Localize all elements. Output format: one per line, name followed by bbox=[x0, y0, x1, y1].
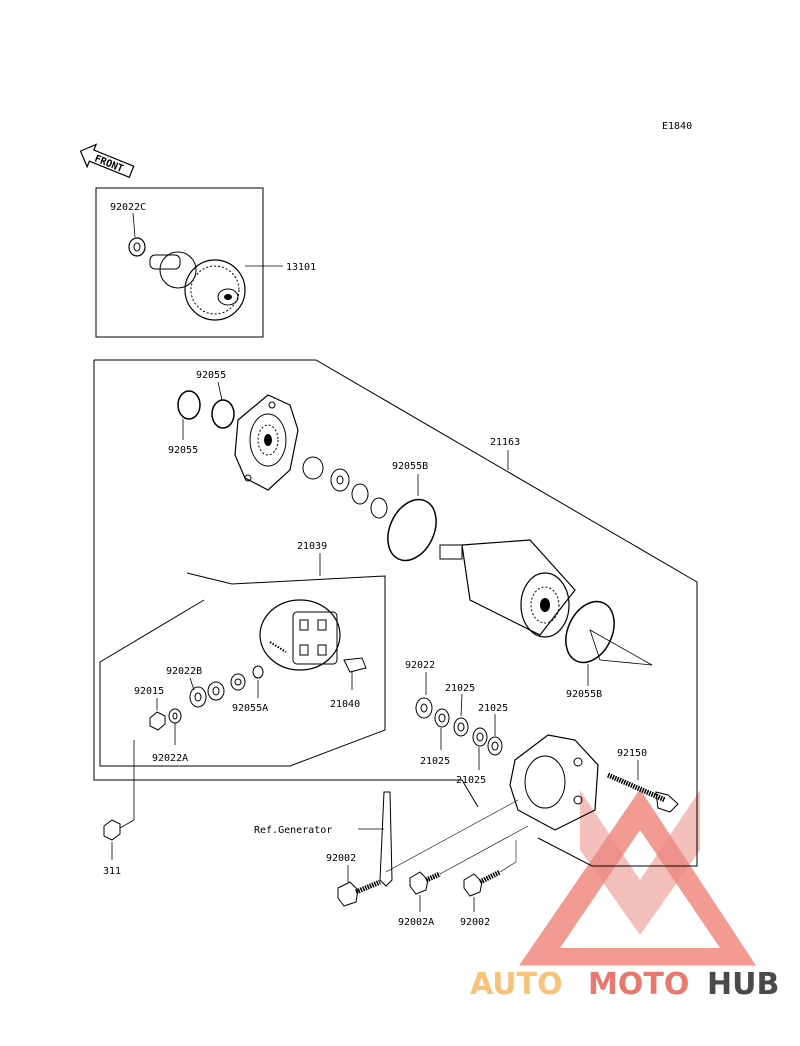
diagram-code: E1840 bbox=[662, 121, 692, 132]
o-ring-92055B-bottom bbox=[565, 600, 615, 664]
brush-holder-plate bbox=[259, 599, 341, 671]
starter-front-cover bbox=[234, 394, 299, 491]
starter-clutch-gear bbox=[149, 251, 246, 321]
o-ring-92055B-top bbox=[387, 498, 437, 562]
bolt-92002A bbox=[409, 871, 441, 895]
part-label-92022B: 92022B bbox=[166, 666, 202, 677]
part-label-21163: 21163 bbox=[490, 437, 520, 448]
watermark-logo bbox=[519, 789, 756, 966]
part-label-21025-d: 21025 bbox=[456, 775, 486, 786]
nut-92015 bbox=[149, 711, 166, 731]
washer-21025-d bbox=[487, 736, 503, 756]
bolt-92002-right bbox=[463, 869, 502, 897]
part-label-21039: 21039 bbox=[297, 541, 327, 552]
washer-21025-c bbox=[472, 727, 488, 747]
starter-assembly-outline bbox=[93, 360, 479, 808]
part-label-92002-left: 92002 bbox=[326, 853, 356, 864]
part-label-92055B-top: 92055B bbox=[392, 461, 428, 472]
part-label-92055B-bottom: 92055B bbox=[566, 689, 602, 700]
part-label-13101: 13101 bbox=[286, 262, 316, 273]
brush-clip-21040 bbox=[343, 657, 367, 673]
o-ring-92055A bbox=[252, 665, 264, 679]
part-label-21040: 21040 bbox=[330, 699, 360, 710]
starter-rear-cover bbox=[509, 734, 599, 831]
starter-clutch-box bbox=[95, 187, 264, 338]
part-label-92022A: 92022A bbox=[152, 753, 188, 764]
watermark-text: AUTO MOTO HUB bbox=[470, 967, 779, 1002]
long-bolt-92150 bbox=[606, 772, 667, 803]
o-ring-92055-b bbox=[211, 399, 235, 429]
part-label-311: 311 bbox=[103, 866, 121, 877]
part-label-92015: 92015 bbox=[134, 686, 164, 697]
part-label-21025-b: 21025 bbox=[478, 703, 508, 714]
part-label-92002A: 92002A bbox=[398, 917, 434, 928]
washer-21025-b bbox=[453, 717, 469, 737]
front-arrow-icon: FRONT bbox=[79, 143, 135, 179]
nut-311 bbox=[103, 819, 121, 841]
brush-holder-outline bbox=[99, 572, 386, 767]
part-label-92022: 92022 bbox=[405, 660, 435, 671]
bolt-92002-left bbox=[337, 879, 381, 907]
ref-generator-label: Ref.Generator bbox=[254, 825, 332, 836]
ground-lead-bracket bbox=[379, 791, 393, 887]
washer-92022A bbox=[168, 708, 182, 724]
part-label-92055-left: 92055 bbox=[168, 445, 198, 456]
washer-92022 bbox=[415, 697, 433, 719]
washer-92022C bbox=[128, 237, 146, 257]
svg-text:HUB: HUB bbox=[707, 967, 779, 1002]
part-label-92002-right: 92002 bbox=[460, 917, 490, 928]
washer-21025-a bbox=[434, 708, 450, 728]
part-label-92022C: 92022C bbox=[110, 202, 146, 213]
svg-text:AUTO: AUTO bbox=[470, 967, 563, 1002]
part-label-92055A: 92055A bbox=[232, 703, 268, 714]
part-label-92055-top: 92055 bbox=[196, 370, 226, 381]
part-label-92150: 92150 bbox=[617, 748, 647, 759]
part-label-21025-a: 21025 bbox=[445, 683, 475, 694]
starter-motor-body bbox=[439, 539, 576, 638]
lock-plate bbox=[302, 456, 324, 480]
o-ring-92055-a bbox=[177, 390, 201, 420]
part-label-21025-c: 21025 bbox=[420, 756, 450, 767]
washer-92022B bbox=[189, 686, 207, 708]
svg-text:MOTO: MOTO bbox=[588, 967, 689, 1002]
